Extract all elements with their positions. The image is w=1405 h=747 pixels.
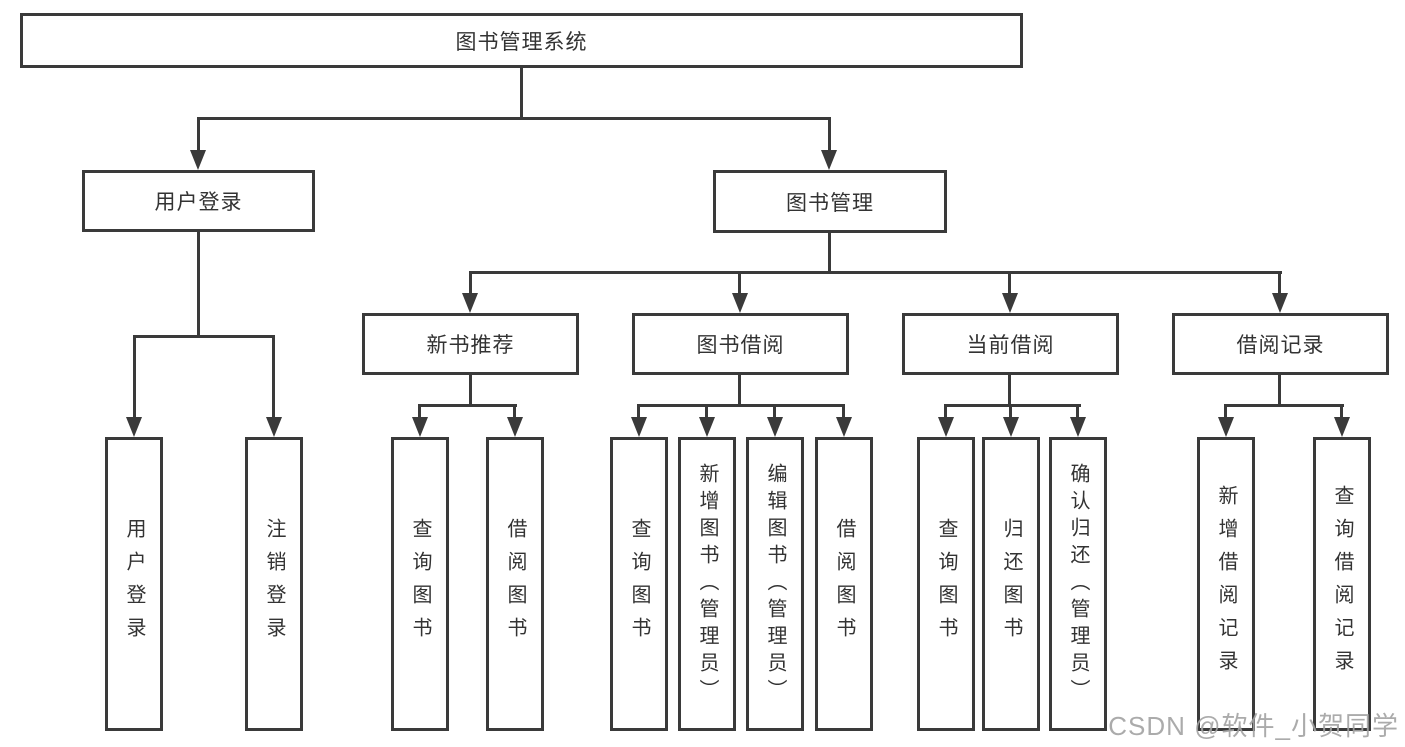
node-new-book-recommend: 新书推荐 xyxy=(362,313,579,375)
connector-vline xyxy=(828,233,831,274)
node-label: 查询图书 xyxy=(409,518,431,650)
arrowhead-down-icon xyxy=(266,417,282,437)
connector-vline xyxy=(520,68,523,120)
node-book-management: 图书管理 xyxy=(713,170,947,233)
leaf-query-book-current: 查询图书 xyxy=(917,437,975,731)
node-label: 查询图书 xyxy=(628,518,650,650)
leaf-borrow-book: 借阅图书 xyxy=(815,437,873,731)
node-label: 新增借阅记录 xyxy=(1215,485,1237,683)
connector-vline xyxy=(637,404,640,417)
node-user-login: 用户登录 xyxy=(82,170,315,232)
node-root-system: 图书管理系统 xyxy=(20,13,1023,68)
connector-vline xyxy=(197,117,200,150)
node-label: 新增图书（管理员） xyxy=(696,462,718,706)
node-label: 确认归还（管理员） xyxy=(1067,462,1089,706)
connector-hline xyxy=(944,404,1081,407)
arrowhead-down-icon xyxy=(821,150,837,170)
leaf-user-login: 用户登录 xyxy=(105,437,163,731)
connector-vline xyxy=(738,375,741,407)
connector-vline xyxy=(1009,404,1012,417)
arrowhead-down-icon xyxy=(1070,417,1086,437)
leaf-logout: 注销登录 xyxy=(245,437,303,731)
leaf-add-book-admin: 新增图书（管理员） xyxy=(678,437,736,731)
connector-vline xyxy=(1008,375,1011,407)
arrowhead-down-icon xyxy=(190,150,206,170)
arrowhead-down-icon xyxy=(126,417,142,437)
connector-vline xyxy=(469,271,472,293)
leaf-return-book: 归还图书 xyxy=(982,437,1040,731)
node-book-borrow: 图书借阅 xyxy=(632,313,849,375)
connector-vline xyxy=(828,117,831,150)
connector-vline xyxy=(272,335,275,417)
connector-vline xyxy=(1340,404,1343,417)
connector-vline xyxy=(773,404,776,417)
arrowhead-down-icon xyxy=(1218,417,1234,437)
arrowhead-down-icon xyxy=(938,417,954,437)
leaf-borrow-book-recommend: 借阅图书 xyxy=(486,437,544,731)
connector-vline xyxy=(133,335,136,417)
node-label: 归还图书 xyxy=(1000,518,1022,650)
connector-hline xyxy=(133,335,275,338)
connector-hline xyxy=(197,117,831,120)
arrowhead-down-icon xyxy=(631,417,647,437)
arrowhead-down-icon xyxy=(1002,293,1018,313)
node-label: 借阅图书 xyxy=(833,518,855,650)
connector-vline xyxy=(1008,271,1011,293)
connector-hline xyxy=(637,404,845,407)
leaf-confirm-return-admin: 确认归还（管理员） xyxy=(1049,437,1107,731)
node-label: 注销登录 xyxy=(263,518,285,650)
connector-hline xyxy=(418,404,517,407)
node-borrow-record: 借阅记录 xyxy=(1172,313,1389,375)
leaf-edit-book-admin: 编辑图书（管理员） xyxy=(746,437,804,731)
node-label: 查询借阅记录 xyxy=(1331,485,1353,683)
csdn-watermark: CSDN @软件_小贺同学 xyxy=(1108,711,1399,741)
node-current-borrow: 当前借阅 xyxy=(902,313,1119,375)
connector-vline xyxy=(944,404,947,417)
connector-vline xyxy=(842,404,845,417)
arrowhead-down-icon xyxy=(507,417,523,437)
connector-vline xyxy=(1278,375,1281,407)
connector-vline xyxy=(1224,404,1227,417)
connector-vline xyxy=(705,404,708,417)
connector-vline xyxy=(418,404,421,417)
arrowhead-down-icon xyxy=(412,417,428,437)
arrowhead-down-icon xyxy=(462,293,478,313)
leaf-query-borrow-record: 查询借阅记录 xyxy=(1313,437,1371,731)
leaf-query-book-recommend: 查询图书 xyxy=(391,437,449,731)
connector-vline xyxy=(1278,271,1281,293)
leaf-add-borrow-record: 新增借阅记录 xyxy=(1197,437,1255,731)
connector-hline xyxy=(1224,404,1344,407)
node-label: 借阅图书 xyxy=(504,518,526,650)
leaf-query-book-borrow: 查询图书 xyxy=(610,437,668,731)
arrowhead-down-icon xyxy=(1003,417,1019,437)
connector-vline xyxy=(513,404,516,417)
connector-hline xyxy=(469,271,1282,274)
arrowhead-down-icon xyxy=(1272,293,1288,313)
connector-vline xyxy=(469,375,472,407)
node-label: 编辑图书（管理员） xyxy=(764,462,786,706)
arrowhead-down-icon xyxy=(836,417,852,437)
arrowhead-down-icon xyxy=(732,293,748,313)
arrowhead-down-icon xyxy=(1334,417,1350,437)
node-label: 查询图书 xyxy=(935,518,957,650)
arrowhead-down-icon xyxy=(699,417,715,437)
connector-vline xyxy=(197,232,200,338)
arrowhead-down-icon xyxy=(767,417,783,437)
connector-vline xyxy=(738,271,741,293)
node-label: 用户登录 xyxy=(123,518,145,650)
connector-vline xyxy=(1076,404,1079,417)
